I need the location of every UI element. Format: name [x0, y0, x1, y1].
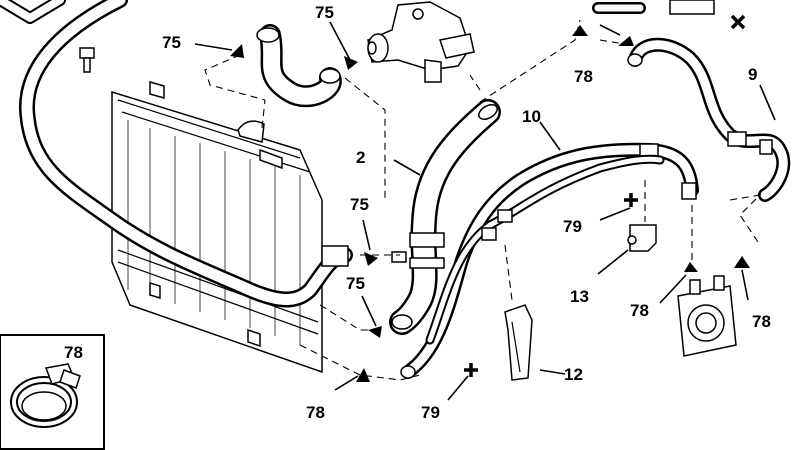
bleed-pipe: [425, 154, 665, 345]
callout-leaders: [194, 21, 776, 401]
radiator-outlet-stub: [321, 245, 349, 267]
callout-2: 2: [356, 148, 365, 167]
callout-79-right: 79: [563, 217, 582, 236]
callout-75-top-left: 75: [162, 33, 181, 52]
callout-78-cooler-left: 78: [630, 301, 649, 320]
callout-75-mid: 75: [350, 195, 369, 214]
callout-78-cooler-right: 78: [752, 312, 771, 331]
top-right-connector: [592, 0, 715, 15]
callout-78-top: 78: [574, 67, 593, 86]
callout-75-low: 75: [346, 274, 365, 293]
support-bracket-12: [504, 304, 533, 381]
thermostat-housing: [367, 1, 475, 83]
top-elbow-hose: [256, 24, 342, 108]
callout-12: 12: [564, 365, 583, 384]
lower-radiator-hose: [389, 99, 501, 335]
callout-9: 9: [748, 65, 757, 84]
callout-10: 10: [522, 107, 541, 126]
plus-markers: [464, 14, 746, 377]
callout-labels: 75 75 75 75 2 10 9 78 78 78 78 79 79 13 …: [162, 3, 771, 422]
callout-13: 13: [570, 287, 589, 306]
oil-cooler-hose: [627, 37, 791, 202]
clamp-inset: 78: [0, 334, 105, 450]
hose-clamp-icon: [10, 363, 81, 428]
heater-hose-long: [400, 142, 699, 379]
oil-cooler: [677, 275, 737, 357]
hose-clip-13: [627, 224, 657, 252]
bleed-screw: [79, 47, 95, 73]
callout-78-bottom-left: 78: [306, 403, 325, 422]
callout-75-top: 75: [315, 3, 334, 22]
upper-left-hose: [0, 0, 353, 308]
radiator: [111, 81, 323, 374]
callout-79-bottom: 79: [421, 403, 440, 422]
inset-label-78: 78: [64, 343, 83, 362]
